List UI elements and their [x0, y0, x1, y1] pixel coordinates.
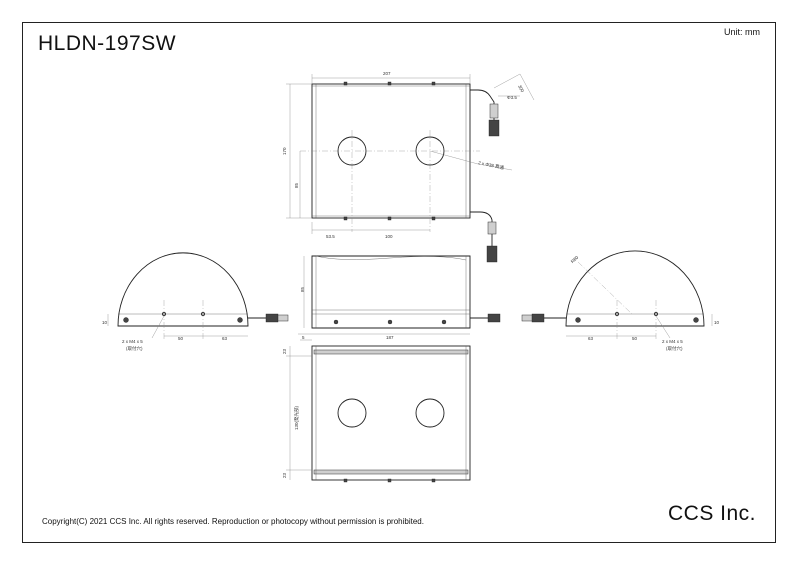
- dim-bottom-top-h: 23: [282, 348, 287, 354]
- dim-left-spacing: 50: [178, 336, 184, 341]
- left-side-view: 10 50 63 2 x M4 x 5 (取付穴): [102, 252, 289, 352]
- dim-bottom-bot-h: 23: [282, 472, 287, 478]
- right-side-view: R80 63 50 2 x M4 x 5 (取付穴) 10: [521, 250, 720, 352]
- unit-label: Unit: mm: [724, 27, 760, 37]
- dim-cable-length: 300: [517, 84, 525, 93]
- dim-right-side-height: 10: [714, 320, 720, 325]
- dim-left-side-height: 10: [102, 320, 108, 325]
- dim-right-spacing: 50: [632, 336, 638, 341]
- top-cable-upper: [470, 89, 495, 120]
- dim-right-offset: 63: [588, 336, 594, 341]
- bottom-hole-right: [415, 398, 445, 428]
- dim-front-height: 85: [300, 286, 305, 292]
- front-view: 85 187: [298, 255, 501, 340]
- dim-bottom-lit: 130(発光部): [293, 405, 300, 430]
- dim-top-center-h: 85: [294, 182, 299, 188]
- dim-left-mount: 2 x M4 x 5: [122, 339, 143, 344]
- top-view: 207 170 85 53.5 100 2 x Φ38 貫通 300 Φ3.5: [282, 71, 535, 263]
- dim-right-mount: 2 x M4 x 5: [662, 339, 683, 344]
- bottom-view-body: [311, 345, 471, 481]
- bottom-view: 23 130(発光部) 23 5: [282, 335, 471, 483]
- dim-right-radius: R80: [570, 255, 580, 265]
- dim-right-mount-note: (取付穴): [666, 345, 683, 352]
- dim-front-width: 187: [386, 335, 394, 340]
- bottom-hole-left: [337, 398, 367, 428]
- dim-top-left-offset: 53.5: [326, 234, 335, 239]
- dim-hole-diameter: 2 x Φ38 貫通: [478, 159, 505, 171]
- dim-top-height: 170: [282, 147, 287, 155]
- company-brand: CCS Inc.: [668, 502, 757, 525]
- top-connector-upper: [488, 119, 500, 137]
- dim-left-offset: 63: [222, 336, 228, 341]
- model-title: HLDN-197SW: [38, 32, 177, 55]
- dim-top-width: 207: [383, 71, 391, 76]
- front-view-body: [311, 255, 471, 329]
- left-side-body: [117, 252, 249, 327]
- dim-left-mount-note: (取付穴): [126, 345, 143, 352]
- copyright-notice: Copyright(C) 2021 CCS Inc. All rights re…: [42, 517, 424, 526]
- dim-bottom-left: 5: [302, 335, 305, 340]
- dim-cable-diameter: Φ3.5: [507, 95, 517, 100]
- top-connector-lower: [486, 245, 498, 263]
- drawing-frame: [22, 22, 776, 543]
- right-side-body: [565, 250, 705, 327]
- dim-top-spacing: 100: [385, 234, 393, 239]
